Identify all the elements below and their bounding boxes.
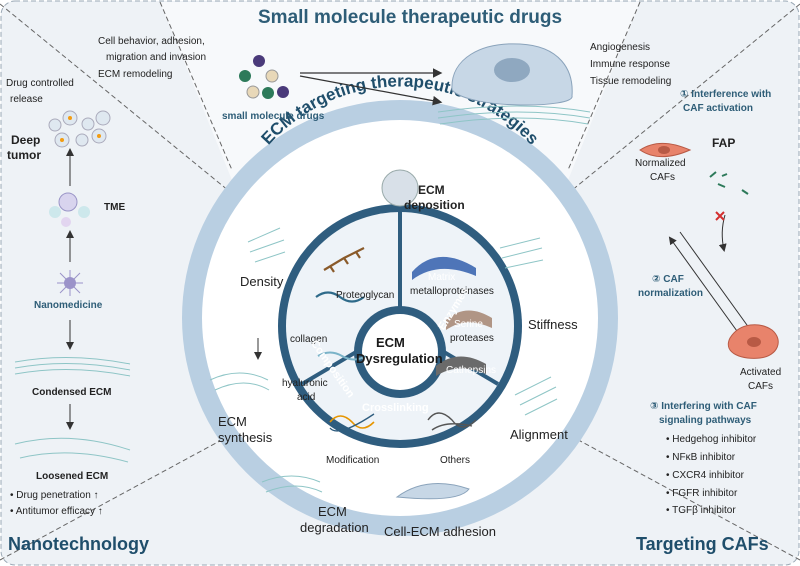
deposition-cluster: [381, 169, 419, 207]
drug-molecules: [239, 55, 289, 99]
step1-line2: CAF activation: [683, 103, 754, 114]
adhesion-label: Cell-ECM adhesion: [384, 524, 496, 539]
deep-label-1: Deep: [11, 133, 41, 147]
center-line-1: ECM: [376, 335, 405, 350]
nanomedicine-particle: [57, 270, 83, 296]
inhibitor-1: Hedgehog inhibitor: [666, 434, 756, 446]
degradation-1: ECM: [318, 504, 347, 519]
center-disc: [362, 314, 438, 390]
blocked-mark: [715, 211, 725, 221]
proteoglycan-icon: [323, 247, 365, 273]
step3-line2: signaling pathways: [659, 415, 752, 426]
serine-1: Serine: [454, 319, 483, 330]
collagen-label: collagen: [290, 334, 328, 345]
center-line-2: Dysregulation: [356, 351, 443, 366]
matrix-shape: [412, 256, 476, 280]
activated-1: Activated: [740, 367, 782, 378]
condensed-label: Condensed ECM: [32, 387, 112, 398]
density-label: Density: [240, 274, 284, 289]
collagen-icon: [315, 291, 365, 303]
stiffness-fibers: [499, 237, 544, 269]
drugs-label: small molecule drugs: [222, 111, 325, 122]
condensed-ecm-fibers: [14, 356, 131, 377]
step2-line2: normalization: [638, 288, 704, 299]
step2-line1: ② CAF: [652, 274, 684, 285]
right-title: Targeting CAFs: [636, 534, 769, 554]
loosened-ecm-fibers: [14, 437, 131, 463]
others-icon: [427, 412, 477, 431]
degradation-2: degradation: [300, 520, 369, 535]
synthesis-2: synthesis: [218, 430, 273, 445]
inhibitor-2: NFκB inhibitor: [666, 452, 735, 464]
tme-cells: [49, 192, 90, 227]
normalized-2: CAFs: [650, 172, 675, 183]
others-label: Others: [440, 455, 471, 466]
fap-label: FAP: [712, 136, 736, 150]
tme-label: TME: [104, 202, 126, 213]
left-title: Nanotechnology: [8, 534, 150, 554]
deposition-2: deposition: [404, 198, 465, 212]
stiffness-label: Stiffness: [528, 317, 578, 332]
step3-line1: ③ Interfering with CAF: [650, 401, 757, 412]
top-right-item-1: Angiogenesis: [590, 42, 651, 53]
inhibitor-5: TGFβ inhibitor: [666, 505, 736, 517]
modification-icon: [329, 415, 375, 429]
nanomedicine-label: Nanomedicine: [34, 300, 103, 311]
serine-shape: [446, 310, 492, 330]
adhesion-cell: [395, 483, 470, 500]
effect-1: Drug penetration ↑: [10, 490, 98, 502]
top-right-item-2: Immune response: [590, 59, 671, 70]
alignment-fibers: [514, 376, 558, 416]
hyaluronic-icon: [317, 351, 367, 361]
crosslinking-label: Crosslinking: [362, 402, 429, 414]
top-left-item-3: ECM remodeling: [98, 69, 173, 80]
fap-molecules: [709, 171, 749, 195]
matrix-1: Matrix: [428, 272, 456, 283]
step1-line1: ① Interference with: [680, 89, 772, 100]
synthesis-fibers: [209, 372, 270, 391]
inhibitor-4: FGFR inhibitor: [666, 488, 737, 500]
top-left-item-1: Cell behavior, adhesion,: [98, 36, 205, 47]
effect-2: Antitumor efficacy ↑: [10, 506, 103, 518]
drug-release-2: release: [10, 94, 43, 105]
top-title: Small molecule therapeutic drugs: [258, 7, 563, 28]
matrix-2: metalloproteinases: [410, 286, 494, 297]
activated-2: CAFs: [748, 381, 773, 392]
hyaluronic-2: acid: [297, 392, 316, 403]
alignment-label: Alignment: [510, 427, 568, 442]
proteoglycan-label: Proteoglycan: [336, 290, 395, 301]
deep-tumor-cluster: [48, 110, 111, 148]
modification-label: Modification: [326, 455, 380, 466]
density-fibers: [247, 227, 286, 263]
loosened-label: Loosened ECM: [36, 471, 109, 482]
top-left-item-2: migration and invasion: [106, 52, 207, 63]
deposition-1: ECM: [418, 183, 445, 197]
cathepsins-label: Cathepsins: [446, 365, 497, 376]
top-right-item-3: Tissue remodeling: [590, 76, 672, 87]
deep-label-2: tumor: [7, 148, 41, 162]
normalized-1: Normalized: [635, 158, 686, 169]
cathepsins-shape: [436, 356, 486, 376]
serine-2: proteases: [450, 333, 494, 344]
inhibitor-3: CXCR4 inhibitor: [666, 470, 744, 482]
drug-release-1: Drug controlled: [6, 78, 74, 89]
degradation-fibers: [261, 475, 323, 493]
hyaluronic-1: hyaluronic: [282, 378, 328, 389]
synthesis-1: ECM: [218, 414, 247, 429]
